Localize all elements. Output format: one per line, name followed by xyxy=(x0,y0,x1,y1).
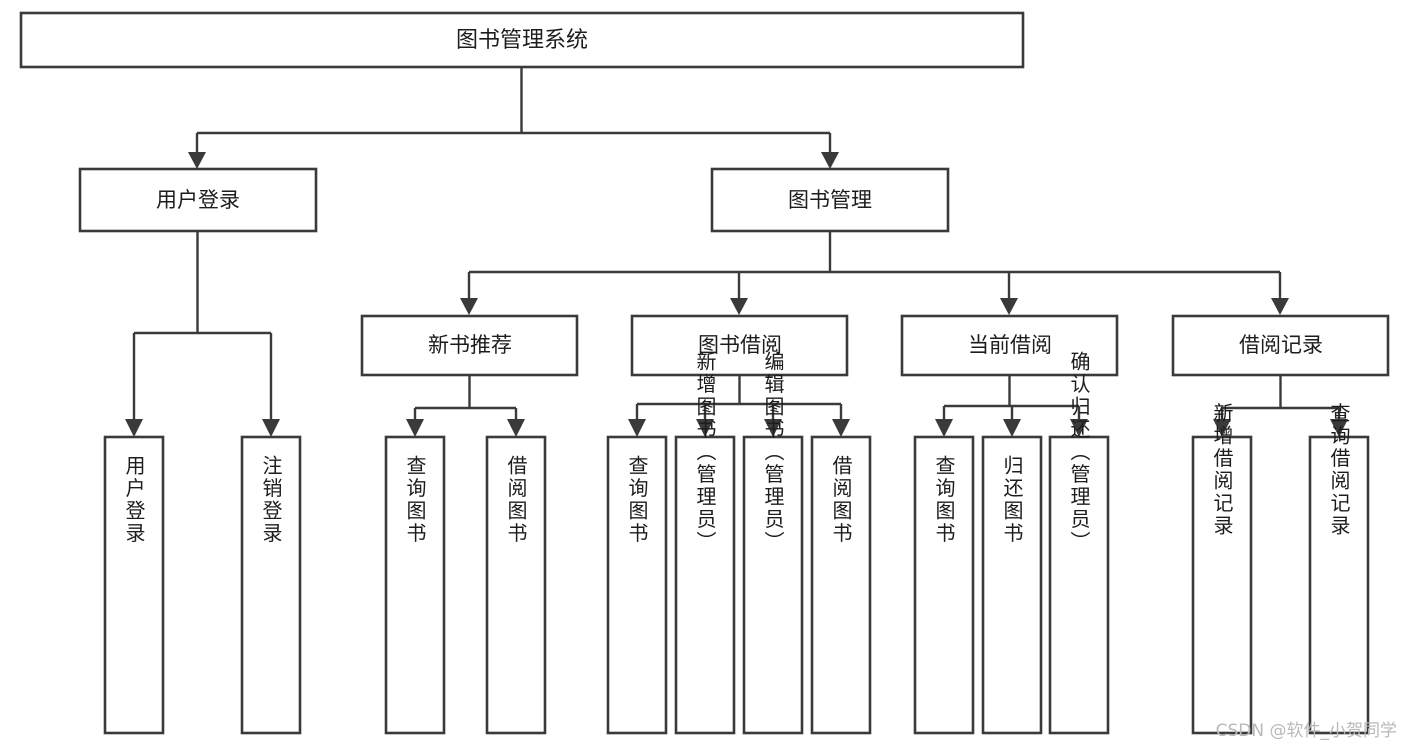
node-current-borrow-box[interactable] xyxy=(900,314,1119,377)
arrow-head-to-leaf-query-book-2 xyxy=(628,419,646,437)
leaf-edit-book-box[interactable] xyxy=(742,435,804,735)
node-current-borrow[interactable]: 当前借阅 xyxy=(900,314,1119,377)
leaf-return-book-box[interactable] xyxy=(981,435,1043,735)
node-book-management-label: 图书管理 xyxy=(788,188,872,212)
arrow-head-to-new-book-recommend xyxy=(460,298,478,315)
arrow-head-to-leaf-query-book-3 xyxy=(935,419,953,437)
node-borrow-record[interactable]: 借阅记录 xyxy=(1171,314,1390,377)
leaf-query-book-3-box[interactable] xyxy=(913,435,975,735)
arrow-head-to-leaf-confirm-return xyxy=(1070,419,1088,437)
node-user-login-box[interactable] xyxy=(78,167,318,233)
leaf-query-book-1-label: 查询图书 xyxy=(403,455,427,545)
node-book-borrow[interactable]: 图书借阅 xyxy=(630,314,849,377)
leaf-user-login[interactable]: 用户登录 xyxy=(103,435,165,735)
arrow-head-to-leaf-add-book xyxy=(696,419,714,437)
node-book-borrow-label: 图书借阅 xyxy=(698,333,782,357)
arrow-head-to-user-login xyxy=(188,152,206,169)
node-root-label: 图书管理系统 xyxy=(456,28,588,53)
connector-group-book-management xyxy=(460,231,1289,315)
arrow-head-to-book-borrow xyxy=(730,298,748,315)
leaf-borrow-book-1-label: 借阅图书 xyxy=(504,455,528,545)
leaf-add-record[interactable]: 新增借阅记录 xyxy=(1191,402,1253,735)
node-root-box[interactable] xyxy=(19,11,1025,69)
leaf-query-book-2[interactable]: 查询图书 xyxy=(606,435,668,735)
node-borrow-record-box[interactable] xyxy=(1171,314,1390,377)
arrow-head-to-leaf-query-record xyxy=(1330,419,1348,437)
node-borrow-record-label: 借阅记录 xyxy=(1239,333,1323,357)
arrow-head-to-leaf-user-login xyxy=(125,419,143,437)
leaf-confirm-return-label: 确认归还（管理员） xyxy=(1067,350,1091,553)
node-book-management-box[interactable] xyxy=(710,167,950,233)
leaf-edit-book[interactable]: 编辑图书（管理员） xyxy=(742,350,804,735)
leaf-query-book-3[interactable]: 查询图书 xyxy=(913,435,975,735)
leaf-borrow-book-1[interactable]: 借阅图书 xyxy=(485,435,547,735)
leaf-logout[interactable]: 注销登录 xyxy=(240,435,302,735)
arrow-head-to-leaf-borrow-book-2 xyxy=(832,419,850,437)
node-book-borrow-box[interactable] xyxy=(630,314,849,377)
arrow-head-to-leaf-return-book xyxy=(1003,419,1021,437)
leaf-borrow-book-2-box[interactable] xyxy=(810,435,872,735)
leaf-query-book-1[interactable]: 查询图书 xyxy=(384,435,446,735)
node-new-book-recommend-box[interactable] xyxy=(360,314,579,377)
leaf-logout-box[interactable] xyxy=(240,435,302,735)
arrow-head-to-leaf-logout xyxy=(262,419,280,437)
leaf-borrow-book-1-box[interactable] xyxy=(485,435,547,735)
connector-group-user-login-leaves xyxy=(125,231,280,437)
leaf-add-book-box[interactable] xyxy=(674,435,736,735)
leaf-query-record-label: 查询借阅记录 xyxy=(1327,402,1351,537)
leaf-confirm-return[interactable]: 确认归还（管理员） xyxy=(1048,350,1110,735)
arrow-head-to-current-borrow xyxy=(1000,298,1018,315)
leaf-add-book[interactable]: 新增图书（管理员） xyxy=(674,350,736,735)
leaf-user-login-box[interactable] xyxy=(103,435,165,735)
leaf-add-record-box[interactable] xyxy=(1191,435,1253,735)
arrow-head-to-borrow-record xyxy=(1271,298,1289,315)
leaf-add-book-label: 新增图书（管理员） xyxy=(693,350,717,553)
node-current-borrow-label: 当前借阅 xyxy=(968,333,1052,357)
node-book-management[interactable]: 图书管理 xyxy=(710,167,950,233)
leaf-logout-label: 注销登录 xyxy=(259,455,283,545)
connector-group-borrow-record-leaves xyxy=(1213,375,1348,437)
leaf-confirm-return-box[interactable] xyxy=(1048,435,1110,735)
connector-group-new-book-leaves xyxy=(406,375,525,437)
node-user-login-label: 用户登录 xyxy=(156,188,240,212)
leaf-edit-book-label: 编辑图书（管理员） xyxy=(761,350,785,553)
node-new-book-recommend[interactable]: 新书推荐 xyxy=(360,314,579,377)
leaf-user-login-label: 用户登录 xyxy=(122,455,146,545)
arrow-head-to-book-management xyxy=(821,152,839,169)
leaf-query-book-1-box[interactable] xyxy=(384,435,446,735)
leaf-query-book-2-label: 查询图书 xyxy=(625,455,649,545)
leaf-return-book-label: 归还图书 xyxy=(1000,455,1024,545)
node-root-book-management-system[interactable]: 图书管理系统 xyxy=(19,11,1025,69)
arrow-head-to-leaf-query-book-1 xyxy=(406,419,424,437)
connector-group-current-borrow-leaves xyxy=(935,375,1088,437)
leaf-borrow-book-2-label: 借阅图书 xyxy=(829,455,853,545)
leaf-query-record-box[interactable] xyxy=(1308,435,1370,735)
leaf-add-record-label: 新增借阅记录 xyxy=(1210,402,1234,537)
leaf-query-book-3-label: 查询图书 xyxy=(932,455,956,545)
leaf-query-record[interactable]: 查询借阅记录 xyxy=(1308,402,1370,735)
node-new-book-recommend-label: 新书推荐 xyxy=(428,333,512,357)
arrow-head-to-leaf-edit-book xyxy=(764,419,782,437)
node-user-login[interactable]: 用户登录 xyxy=(78,167,318,233)
leaf-query-book-2-box[interactable] xyxy=(606,435,668,735)
leaf-borrow-book-2[interactable]: 借阅图书 xyxy=(810,435,872,735)
arrow-head-to-leaf-borrow-book-1 xyxy=(507,419,525,437)
connector-group-book-borrow-leaves xyxy=(628,375,850,437)
arrow-head-to-leaf-add-record xyxy=(1213,419,1231,437)
connector-group-root xyxy=(188,67,839,169)
leaf-return-book[interactable]: 归还图书 xyxy=(981,435,1043,735)
